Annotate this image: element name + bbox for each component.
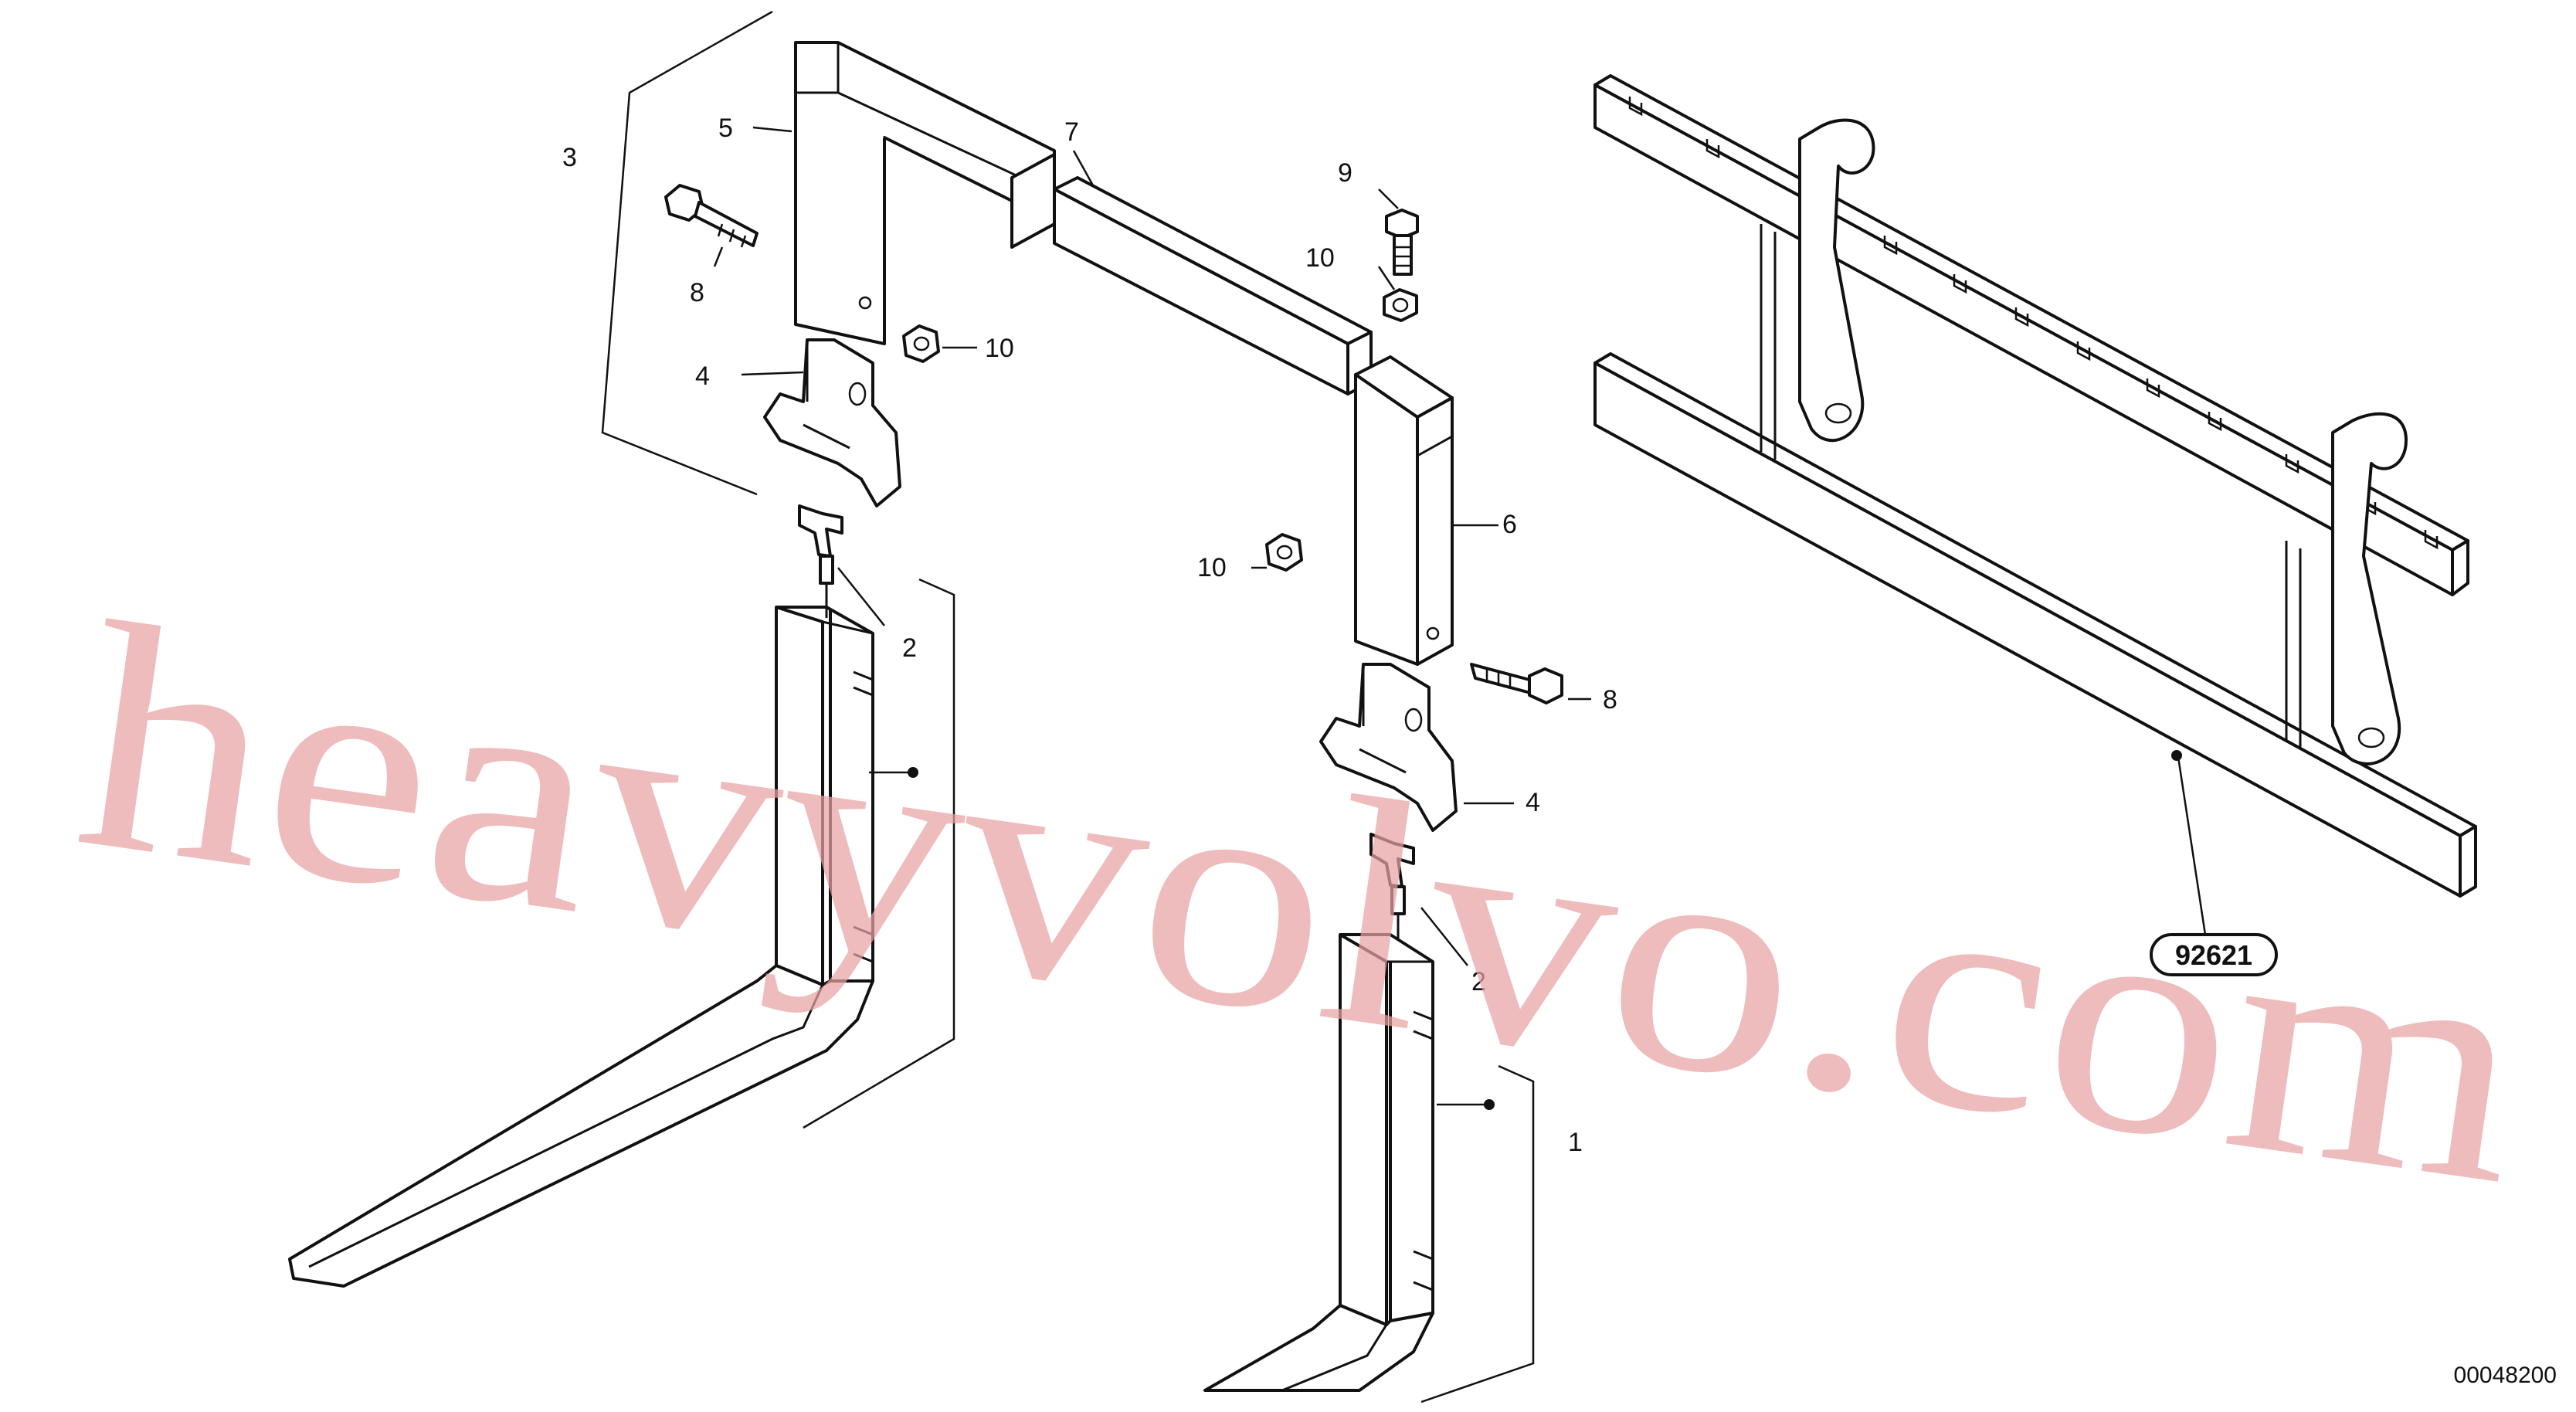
nut-10-left xyxy=(902,324,940,363)
upright-right xyxy=(1354,355,1454,666)
callout-10-left: 10 xyxy=(985,334,1014,363)
upright-left xyxy=(794,41,1056,345)
callout-4-left: 4 xyxy=(695,361,710,391)
callout-1-right: 1 xyxy=(1568,1128,1583,1157)
reference-badge: 92621 xyxy=(2150,933,2278,976)
pin-right xyxy=(1369,833,1415,946)
callout-6: 6 xyxy=(1502,510,1517,539)
svg-text:92621: 92621 xyxy=(2175,939,2252,971)
callout-5: 5 xyxy=(718,114,733,143)
bolt-8-left xyxy=(664,184,759,248)
drawing-number: 00048200 xyxy=(2454,1363,2557,1388)
reference-dots xyxy=(908,750,2182,1110)
bolt-9 xyxy=(1385,209,1419,276)
clamp-left xyxy=(763,338,901,507)
right-fork-bracket xyxy=(1420,1064,1535,1404)
callout-labels: 1 2 2 3 4 4 5 6 7 8 8 9 10 10 10 xyxy=(562,114,1617,1157)
callout-8-left: 8 xyxy=(690,278,704,307)
callout-8-right: 8 xyxy=(1603,685,1617,714)
assembly-bracket-3 xyxy=(601,10,773,496)
callout-3: 3 xyxy=(562,143,577,172)
pin-left xyxy=(798,504,843,618)
bolt-8-right xyxy=(1470,663,1563,704)
clamp-right xyxy=(1319,663,1458,832)
leader-lines xyxy=(713,126,2207,1106)
callout-7: 7 xyxy=(1064,117,1079,147)
left-fork xyxy=(288,606,874,1288)
callout-2-right: 2 xyxy=(1471,967,1486,996)
left-fork-bracket xyxy=(803,578,955,1129)
callout-10-upper-right: 10 xyxy=(1305,243,1335,273)
connector-bar xyxy=(1053,176,1373,395)
callout-9: 9 xyxy=(1338,158,1352,188)
callout-4-right: 4 xyxy=(1526,788,1540,817)
nut-10-upper-right xyxy=(1383,288,1418,322)
nut-10-mid-right xyxy=(1265,533,1303,572)
callout-10-mid-right: 10 xyxy=(1197,553,1227,582)
right-fork xyxy=(1203,933,1434,1392)
fork-carriage xyxy=(1593,74,2477,898)
callout-2-left: 2 xyxy=(902,633,917,663)
